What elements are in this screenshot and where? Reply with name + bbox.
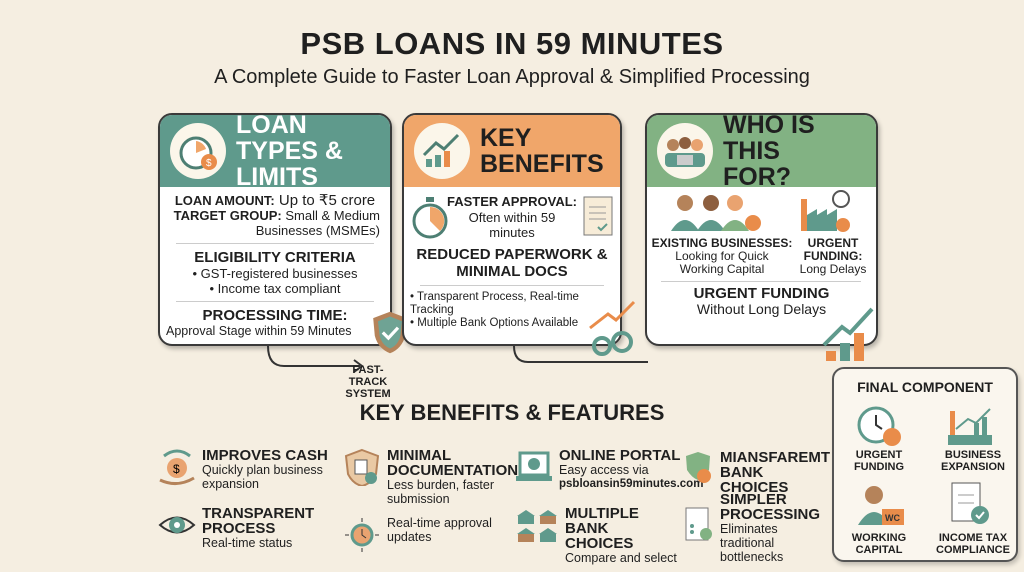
final-component-panel: FINAL COMPONENT URGENT FUNDING BUSINESS … bbox=[832, 367, 1018, 562]
processing-value: Approval Stage within 59 Minutes bbox=[166, 324, 352, 338]
feature-desc: Real-time status bbox=[202, 536, 293, 550]
team-laptop-icon bbox=[657, 123, 713, 179]
card-header: $ LOAN TYPES & LIMITS bbox=[160, 113, 390, 191]
eligibility-item: • Income tax compliant bbox=[209, 281, 341, 296]
faster-approval-value: Often within 59 minutes bbox=[468, 210, 556, 240]
feature-title: IMPROVES CASH bbox=[202, 447, 328, 464]
banks-icon bbox=[517, 510, 557, 542]
card-title: WHO IS THIS FOR? bbox=[723, 113, 815, 191]
stopwatch-icon bbox=[412, 197, 448, 239]
shield-document-icon bbox=[344, 448, 380, 486]
feature-title: ONLINE PORTAL bbox=[559, 447, 681, 464]
document-check-icon bbox=[583, 196, 613, 236]
shield-coin-icon bbox=[686, 452, 711, 483]
final-item: INCOME TAX COMPLIANCE bbox=[936, 532, 1010, 556]
who-footer-value: Without Long Delays bbox=[696, 301, 827, 317]
checklist-icon bbox=[685, 507, 712, 541]
portal-link[interactable]: psbloansin59minutes.com bbox=[559, 478, 704, 490]
connector-line bbox=[513, 346, 648, 363]
final-item: URGENT FUNDING bbox=[853, 449, 905, 473]
shield-check-icon bbox=[373, 311, 407, 354]
eligibility-item: • GST-registered businesses bbox=[192, 266, 358, 281]
feature-desc: Easy access via bbox=[559, 463, 649, 477]
svg-text:WC: WC bbox=[885, 513, 900, 523]
loan-amount-value: Up to ₹5 crore bbox=[278, 192, 376, 209]
eligibility-title: ELIGIBILITY CRITERIA bbox=[194, 249, 356, 266]
feature-title: MINIMAL DOCUMENTATION bbox=[387, 447, 519, 479]
paperwork-title: REDUCED PAPERWORK & MINIMAL DOCS bbox=[416, 246, 608, 280]
feature-desc: Eliminates traditional bottlenecks bbox=[720, 522, 784, 564]
final-item: WORKING CAPITAL bbox=[851, 532, 907, 556]
card-header: KEY BENEFITS bbox=[404, 115, 620, 187]
feature-title: TRANSPARENT PROCESS bbox=[202, 505, 315, 537]
target-label: TARGET GROUP: bbox=[173, 208, 282, 223]
processing-title: PROCESSING TIME: bbox=[202, 307, 348, 324]
loan-types-card: $ LOAN TYPES & LIMITS LOAN AMOUNT: Up to… bbox=[158, 113, 392, 346]
feature-title: MIANSFAREMT BANK CHOICES bbox=[720, 449, 830, 496]
key-benefits-card: KEY BENEFITS FASTER APPROVAL: Often with… bbox=[402, 113, 622, 346]
page-title: PSB LOANS IN 59 MINUTES bbox=[300, 26, 724, 61]
bullet: • Multiple Bank Options Available bbox=[410, 317, 579, 329]
existing-label: EXISTING BUSINESSES: bbox=[651, 236, 793, 250]
page-subtitle: A Complete Guide to Faster Loan Approval… bbox=[214, 66, 810, 88]
feature-realtime-updates: Real-time approval updates bbox=[343, 516, 518, 554]
growth-arrow-chart-icon bbox=[822, 307, 874, 361]
bullet: • Transparent Process, Real-time Trackin… bbox=[410, 291, 579, 316]
final-item: BUSINESS EXPANSION bbox=[941, 449, 1005, 473]
svg-text:$: $ bbox=[206, 158, 212, 169]
tax-document-icon bbox=[951, 482, 989, 524]
who-card: WHO IS THIS FOR? EXISTING BUSINESSES: Lo… bbox=[645, 113, 878, 346]
factory-clock-icon bbox=[801, 190, 850, 232]
faster-approval-label: FASTER APPROVAL: bbox=[446, 194, 577, 209]
urgent-label: URGENT FUNDING: bbox=[803, 236, 863, 263]
stopwatch-money-icon: $ bbox=[170, 123, 226, 179]
clock-money-icon bbox=[857, 406, 901, 446]
laptop-globe-icon bbox=[516, 451, 552, 481]
connector-arrow bbox=[267, 346, 364, 373]
feature-bank-choices: MIANSFAREMT BANK CHOICES bbox=[684, 450, 834, 495]
feature-desc: Compare and select bbox=[565, 551, 677, 565]
feature-desc: Less burden, faster submission bbox=[387, 478, 495, 506]
growth-chart-icon bbox=[414, 123, 470, 179]
feature-title: MULTIPLE BANK CHOICES bbox=[565, 505, 639, 552]
existing-value: Looking for Quick Working Capital bbox=[675, 249, 769, 276]
feature-desc: Real-time approval updates bbox=[387, 516, 492, 544]
clock-arrows-icon bbox=[345, 518, 379, 552]
loan-amount-label: LOAN AMOUNT: bbox=[174, 193, 275, 208]
final-title: FINAL COMPONENT bbox=[857, 379, 993, 395]
eye-icon bbox=[158, 516, 196, 534]
svg-text:$: $ bbox=[173, 462, 180, 476]
business-people-icon bbox=[671, 195, 761, 231]
who-footer-title: URGENT FUNDING bbox=[693, 285, 830, 302]
gears-growth-icon bbox=[589, 300, 636, 356]
fast-track-label: FAST-TRACK SYSTEM bbox=[345, 364, 391, 400]
money-hand-icon: $ bbox=[159, 449, 195, 485]
card-title: KEY BENEFITS bbox=[480, 124, 604, 178]
urgent-value: Long Delays bbox=[799, 262, 867, 276]
features-heading: KEY BENEFITS & FEATURES bbox=[359, 400, 665, 425]
factory-growth-icon bbox=[948, 408, 992, 445]
card-header: WHO IS THIS FOR? bbox=[647, 113, 876, 191]
target-value: Small & Medium Businesses (MSMEs) bbox=[255, 208, 380, 238]
feature-desc: Quickly plan business expansion bbox=[202, 463, 323, 491]
support-agent-icon: WC bbox=[858, 486, 904, 525]
feature-title: SIMPLER PROCESSING bbox=[720, 491, 821, 523]
card-title: LOAN TYPES & LIMITS bbox=[236, 113, 343, 191]
